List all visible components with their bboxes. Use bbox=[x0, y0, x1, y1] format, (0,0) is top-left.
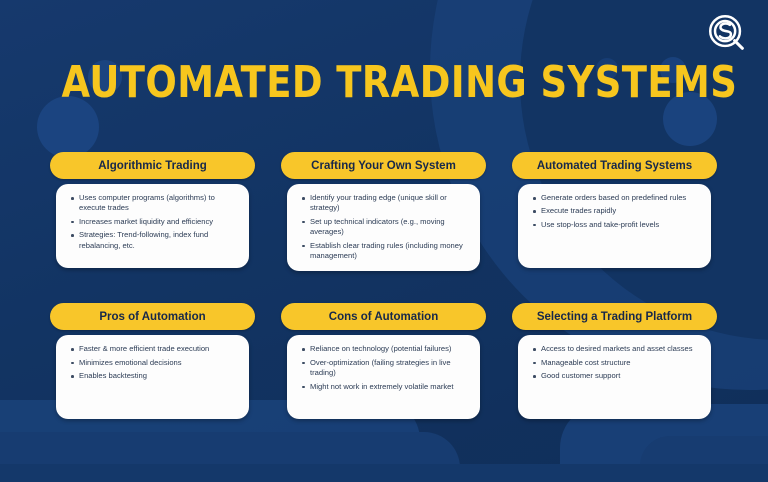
list-item: Increases market liquidity and efficienc… bbox=[71, 217, 239, 227]
list-item: Identify your trading edge (unique skill… bbox=[302, 193, 470, 214]
cards-grid: Algorithmic Trading Uses computer progra… bbox=[50, 152, 718, 420]
list-item: Over-optimization (failing strategies in… bbox=[302, 358, 470, 379]
card-cons-of-automation[interactable]: Cons of Automation Reliance on technolog… bbox=[281, 303, 486, 420]
list-item: Access to desired markets and asset clas… bbox=[533, 344, 701, 354]
decor-bottom-strip bbox=[0, 464, 768, 482]
card-automated-trading-systems[interactable]: Automated Trading Systems Generate order… bbox=[512, 152, 717, 271]
page-title: AUTOMATED TRADING SYSTEMS bbox=[61, 57, 738, 108]
list-item: Set up technical indicators (e.g., movin… bbox=[302, 217, 470, 238]
card-body: Generate orders based on predefined rule… bbox=[518, 184, 711, 268]
card-body: Faster & more efficient trade execution … bbox=[56, 335, 249, 420]
card-algorithmic-trading[interactable]: Algorithmic Trading Uses computer progra… bbox=[50, 152, 255, 271]
bullet-list: Identify your trading edge (unique skill… bbox=[297, 193, 470, 261]
bullet-list: Faster & more efficient trade execution … bbox=[66, 344, 239, 381]
list-item: Use stop-loss and take-profit levels bbox=[533, 220, 701, 230]
bullet-list: Generate orders based on predefined rule… bbox=[528, 193, 701, 230]
list-item: Generate orders based on predefined rule… bbox=[533, 193, 701, 203]
list-item: Enables backtesting bbox=[71, 371, 239, 381]
bullet-list: Reliance on technology (potential failur… bbox=[297, 344, 470, 392]
list-item: Strategies: Trend-following, index fund … bbox=[71, 230, 239, 251]
bullet-list: Access to desired markets and asset clas… bbox=[528, 344, 701, 381]
decor-band-bottom-left-inner bbox=[0, 432, 460, 482]
card-header-label: Pros of Automation bbox=[50, 303, 255, 331]
list-item: Reliance on technology (potential failur… bbox=[302, 344, 470, 354]
list-item: Execute trades rapidly bbox=[533, 206, 701, 216]
card-header-label: Cons of Automation bbox=[281, 303, 486, 331]
card-body: Reliance on technology (potential failur… bbox=[287, 335, 480, 420]
brand-logo-icon bbox=[704, 10, 750, 56]
card-body: Identify your trading edge (unique skill… bbox=[287, 184, 480, 272]
list-item: Faster & more efficient trade execution bbox=[71, 344, 239, 354]
card-body: Uses computer programs (algorithms) to e… bbox=[56, 184, 249, 268]
card-header-label: Selecting a Trading Platform bbox=[512, 303, 717, 331]
list-item: Minimizes emotional decisions bbox=[71, 358, 239, 368]
card-body: Access to desired markets and asset clas… bbox=[518, 335, 711, 420]
list-item: Establish clear trading rules (including… bbox=[302, 241, 470, 262]
card-pros-of-automation[interactable]: Pros of Automation Faster & more efficie… bbox=[50, 303, 255, 420]
card-selecting-a-trading-platform[interactable]: Selecting a Trading Platform Access to d… bbox=[512, 303, 717, 420]
list-item: Uses computer programs (algorithms) to e… bbox=[71, 193, 239, 214]
list-item: Manageable cost structure bbox=[533, 358, 701, 368]
card-header-label: Crafting Your Own System bbox=[281, 152, 486, 179]
list-item: Might not work in extremely volatile mar… bbox=[302, 382, 470, 392]
bullet-list: Uses computer programs (algorithms) to e… bbox=[66, 193, 239, 251]
decor-band-bottom-right-inner bbox=[640, 436, 768, 482]
list-item: Good customer support bbox=[533, 371, 701, 381]
card-crafting-your-own-system[interactable]: Crafting Your Own System Identify your t… bbox=[281, 152, 486, 272]
card-header-label: Algorithmic Trading bbox=[50, 152, 255, 179]
card-header-label: Automated Trading Systems bbox=[512, 152, 717, 179]
